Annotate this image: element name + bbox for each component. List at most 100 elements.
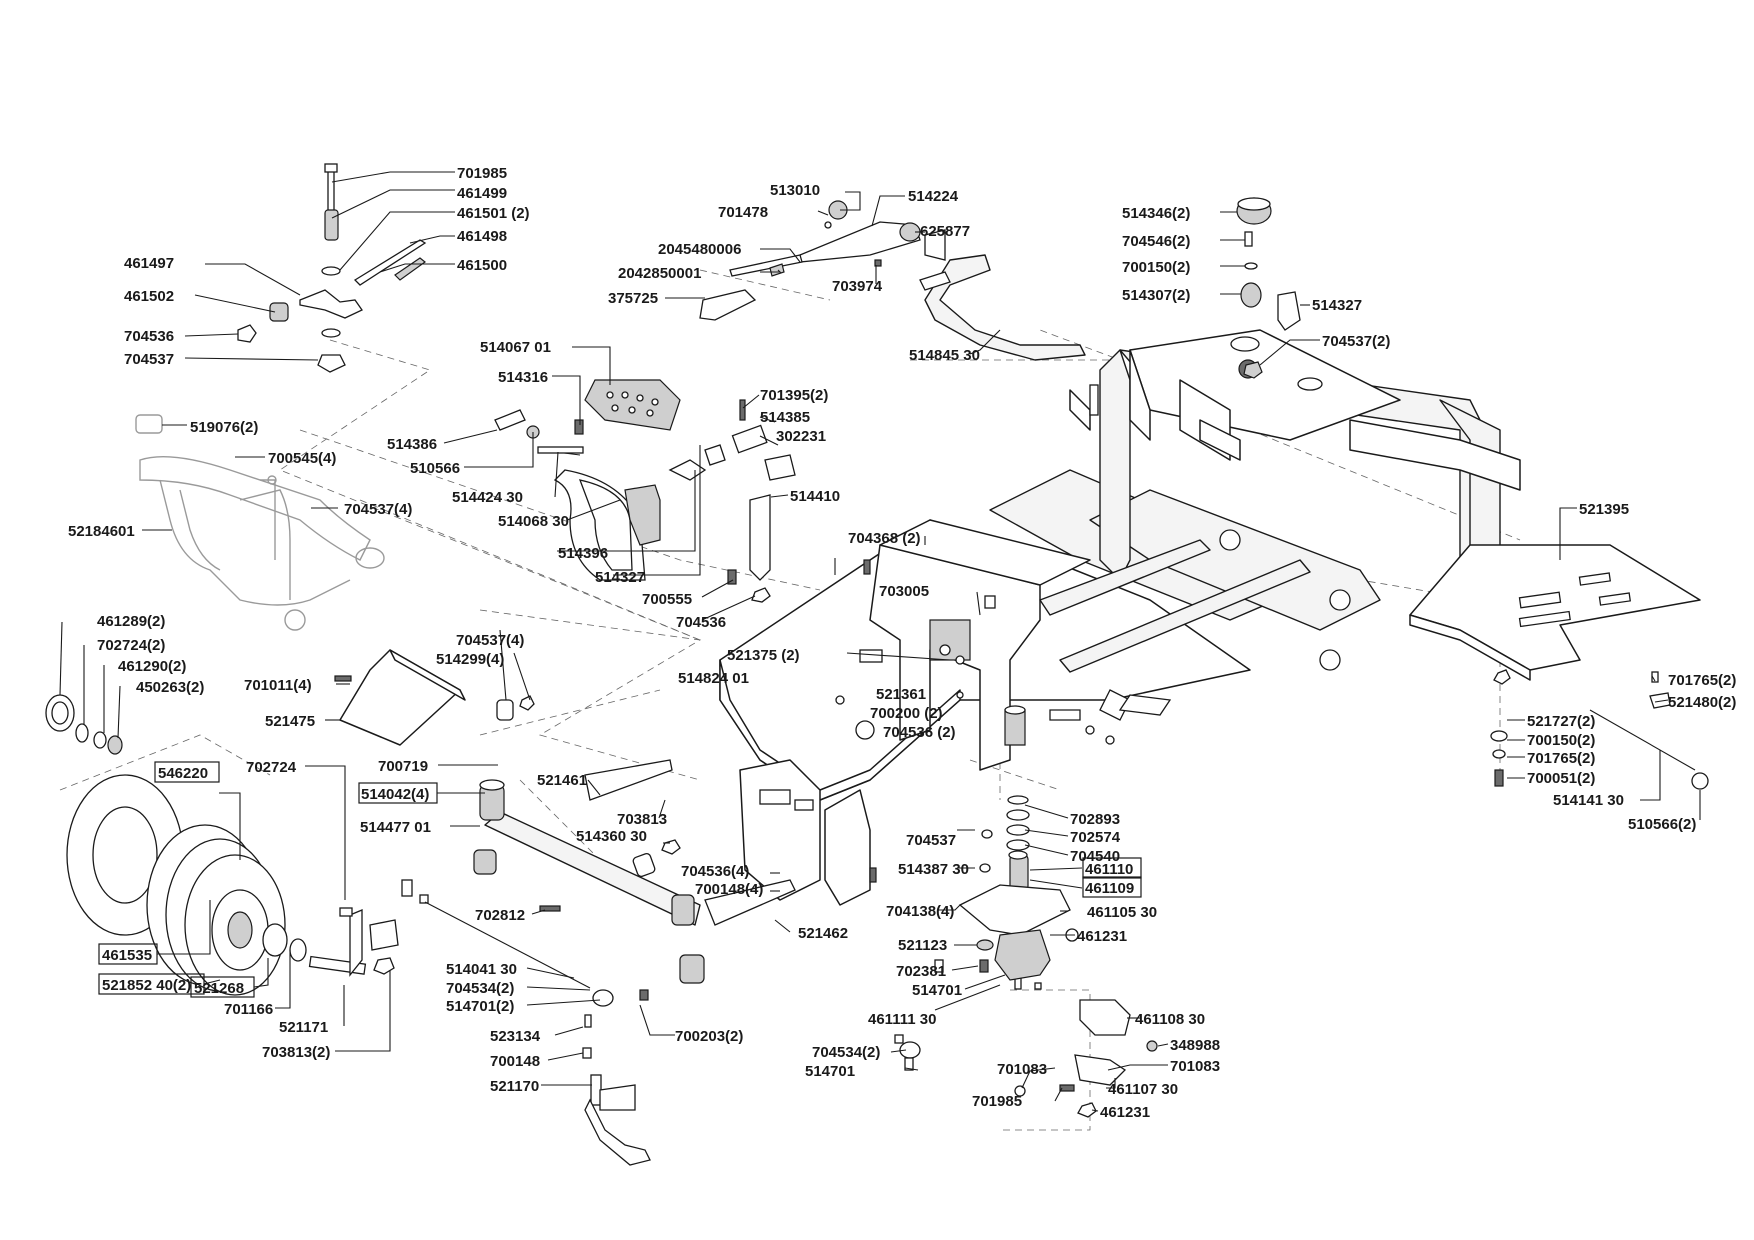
label-461535: 461535	[102, 947, 152, 964]
rear-plate	[1409, 544, 1701, 681]
label-461109: 461109	[1085, 880, 1134, 897]
label-704537: 704537	[124, 351, 174, 368]
label-702724: 702724(2)	[97, 637, 165, 654]
front-bumper	[135, 414, 385, 631]
label-461231-b: 461231	[1100, 1104, 1150, 1121]
label-521395: 521395	[1579, 501, 1629, 518]
label-461290: 461290(2)	[118, 658, 186, 675]
label-702812: 702812	[475, 907, 525, 924]
label-521170: 521170	[490, 1078, 539, 1095]
label-514385: 514385	[760, 409, 810, 426]
label-521268: 521268	[194, 980, 244, 997]
label-514067: 514067 01	[480, 339, 551, 356]
label-521171: 521171	[279, 1019, 328, 1036]
label-704540: 704540	[1070, 848, 1120, 865]
label-703813-b: 703813(2)	[262, 1044, 330, 1061]
label-521461: 521461	[537, 772, 587, 789]
label-700148-b: 700148	[490, 1053, 540, 1070]
label-514307: 514307(2)	[1122, 287, 1190, 304]
label-521475: 521475	[265, 713, 315, 730]
label-461502: 461502	[124, 288, 174, 305]
label-461105: 461105 30	[1087, 904, 1157, 921]
label-704138: 704138(4)	[886, 903, 954, 920]
label-703813: 703813	[617, 811, 667, 828]
label-461108: 461108 30	[1135, 1011, 1205, 1028]
label-521852: 521852 40(2)	[102, 977, 191, 994]
label-704537-d: 704537(4)	[456, 632, 524, 649]
label-704537-e: 704537	[906, 832, 956, 849]
label-704536-d: 704536(4)	[681, 863, 749, 880]
label-700148: 700148(4)	[695, 881, 763, 898]
label-461497: 461497	[124, 255, 174, 272]
pedal-group	[494, 379, 796, 603]
label-510566-b: 510566(2)	[1628, 816, 1696, 833]
label-514701-c: 514701	[805, 1063, 855, 1080]
label-702381: 702381	[896, 963, 946, 980]
label-514042: 514042(4)	[361, 786, 429, 803]
label-302231: 302231	[776, 428, 826, 445]
label-700555: 700555	[642, 591, 692, 608]
label-701083: 701083	[997, 1061, 1047, 1078]
label-514824: 514824 01	[678, 670, 749, 687]
label-375725: 375725	[608, 290, 658, 307]
label-514316: 514316	[498, 369, 548, 386]
label-704534-b: 704534(2)	[812, 1044, 880, 1061]
label-514424: 514424 30	[452, 489, 523, 506]
label-461231: 461231	[1077, 928, 1127, 945]
label-701985: 701985	[457, 165, 507, 182]
label-514387: 514387 30	[898, 861, 969, 878]
label-461498: 461498	[457, 228, 507, 245]
label-461500: 461500	[457, 257, 507, 274]
right-brackets	[863, 559, 1709, 1118]
front-wheel	[45, 694, 399, 996]
cap-group	[1236, 197, 1301, 379]
label-461289: 461289(2)	[97, 613, 165, 630]
label-700051: 700051(2)	[1527, 770, 1595, 787]
steering-linkage	[401, 879, 1042, 1166]
label-521123: 521123	[898, 937, 947, 954]
label-700203: 700203(2)	[675, 1028, 743, 1045]
part-labels: 701985 461499 461501 (2) 461498 461497 4…	[68, 165, 1736, 1121]
label-702574: 702574	[1070, 829, 1121, 846]
label-701478: 701478	[718, 204, 768, 221]
label-521361: 521361	[876, 686, 926, 703]
label-514327-b: 514327	[1312, 297, 1362, 314]
label-703005: 703005	[879, 583, 929, 600]
label-704536: 704536	[124, 328, 174, 345]
label-702893: 702893	[1070, 811, 1120, 828]
sector-gear	[869, 795, 1079, 981]
label-704534: 704534(2)	[446, 980, 514, 997]
label-514346: 514346(2)	[1122, 205, 1190, 222]
label-703974: 703974	[832, 278, 883, 295]
label-514701: 514701(2)	[446, 998, 514, 1015]
label-521375: 521375 (2)	[727, 647, 800, 664]
label-701166: 701166	[224, 1001, 273, 1018]
label-514041: 514041 30	[446, 961, 517, 978]
label-521462: 521462	[798, 925, 848, 942]
label-450263: 450263(2)	[136, 679, 204, 696]
label-514327: 514327	[595, 569, 645, 586]
label-701765-b: 701765(2)	[1527, 750, 1595, 767]
label-514299: 514299(4)	[436, 651, 504, 668]
label-514396: 514396	[558, 545, 608, 562]
label-514360: 514360 30	[576, 828, 647, 845]
label-514410: 514410	[790, 488, 840, 505]
label-700200: 700200 (2)	[870, 705, 943, 722]
label-701083-b: 701083	[1170, 1058, 1220, 1075]
throttle-group	[699, 200, 1086, 361]
label-700719: 700719	[378, 758, 428, 775]
main-frame	[719, 329, 1521, 906]
label-546220: 546220	[158, 765, 208, 782]
label-514068: 514068 30	[498, 513, 569, 530]
label-514141: 514141 30	[1553, 792, 1624, 809]
label-461499: 461499	[457, 185, 507, 202]
label-702724-b: 702724	[246, 759, 297, 776]
shield-521475	[334, 649, 535, 746]
label-461111: 461111 30	[868, 1011, 936, 1028]
label-704537-2: 704537(2)	[1322, 333, 1390, 350]
label-704546: 704546(2)	[1122, 233, 1190, 250]
label-701011: 701011(4)	[244, 677, 312, 694]
label-625877: 625877	[920, 223, 970, 240]
label-704536-c: 704536 (2)	[883, 724, 956, 741]
label-704536-b: 704536	[676, 614, 726, 631]
